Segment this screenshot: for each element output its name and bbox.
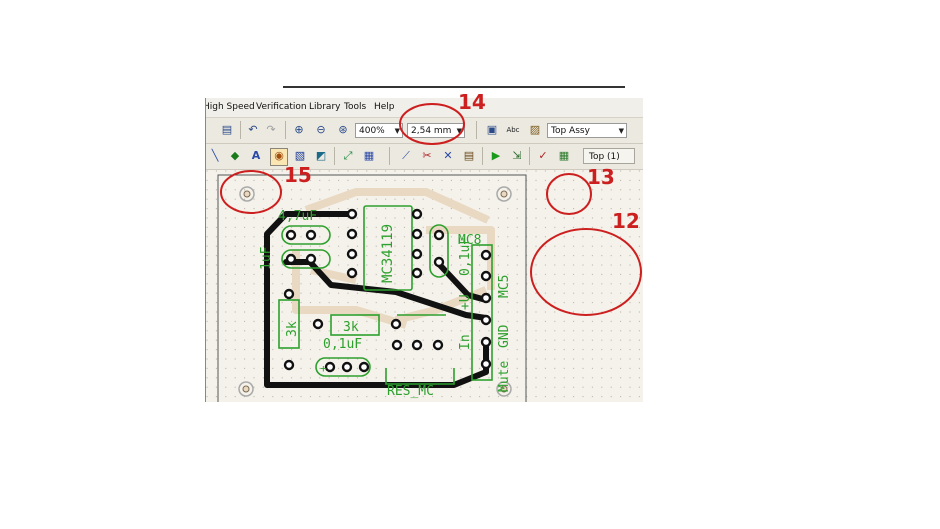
copper-pour-icon[interactable]: ▧ [294,149,306,162]
annotation-circle-14 [399,103,465,145]
label-res-3k-vertical: 3k [285,321,300,337]
label-connector-mc5: MC5 [497,275,512,298]
menu-high-speed[interactable]: High Speed [205,102,255,112]
window-top-edge [283,86,625,88]
mounting-hole [239,186,255,202]
menu-tools[interactable]: Tools [344,102,367,112]
chevron-down-icon: ▼ [618,127,624,135]
label-cap-4-7uf: 4,7uF [278,209,317,224]
image-icon[interactable]: ▨ [529,123,541,136]
print-icon[interactable]: ▤ [221,123,233,136]
grid-combo[interactable]: 2,54 mm ▼ [407,123,465,138]
zoom-in-icon[interactable]: ⊕ [294,123,304,136]
route-icon[interactable]: ╲ [211,149,219,162]
label-pin-mute: Mute [497,361,512,392]
label-res-mc: RES_MC [387,384,434,399]
mounting-hole [496,186,512,202]
via-icon[interactable]: ◆ [230,149,240,162]
label-connector-mc8: MC8 [458,233,481,248]
mounting-hole [496,381,512,397]
chevron-down-icon: ▼ [456,127,462,135]
zoom-out-icon[interactable]: ⊖ [316,123,326,136]
keepout-icon[interactable]: ◩ [315,149,327,162]
annotation-circle-13 [546,173,592,215]
run-icon[interactable]: ▶ [491,149,501,162]
view-combo[interactable]: Top Assy ▼ [547,123,627,138]
pad-icon[interactable]: ◉ [270,148,288,166]
board-outline [217,174,527,402]
annotation-number-15: 15 [284,163,312,187]
label-cap-1uf: 1uF [259,246,274,270]
label-pin-gnd: GND [497,324,512,348]
unroute-icon[interactable]: ✂ [422,149,432,162]
layer-selector[interactable]: Top (1) [583,148,635,164]
menu-library[interactable]: Library [309,102,341,112]
drc-icon[interactable]: ✓ [538,149,548,162]
annotation-number-13: 13 [587,165,615,189]
zoom-combo[interactable]: 400% ▼ [355,123,403,138]
undo-icon[interactable]: ↶ [248,123,258,136]
label-plus-sign: + [320,362,327,375]
grid-icon[interactable]: ▦ [363,149,375,162]
report-icon[interactable]: ▦ [558,149,570,162]
silkscreen-outlines [278,205,493,385]
zoom-fit-icon[interactable]: ⊛ [338,123,348,136]
annotation-number-12: 12 [612,209,640,233]
label-pin-in: In [458,334,473,350]
grid-dots [206,170,643,402]
label-cap-0-1uf-right: 0,1uF [458,237,473,276]
text-icon[interactable]: A [251,149,261,162]
mounting-hole [238,381,254,397]
text-tool-button[interactable]: Abc [506,126,520,134]
main-toolbar: ▤ ↶ ↷ ⊕ ⊖ ⊛ 400% ▼ 2,54 mm ▼ ▣ Abc ▨ Top A… [206,118,643,144]
properties-icon[interactable]: ▣ [486,123,498,136]
export-icon[interactable]: ⇲ [512,149,522,162]
label-pin-plus-u: +U [458,294,473,310]
tools-toolbar: ╲ ◆ A ◉ ▧ ◩ ⤢ ▦ ⟋ ✂ ✕ ▤ ▶ ⇲ ✓ ▦ Top (1) [206,144,643,170]
pcb-drawing: 4,7uF 1uF MC34119 0,1uF MC8 MC5 3k 3k 0,… [206,170,643,402]
component-pads [283,208,492,373]
label-res-3k-horizontal: 3k [343,320,359,335]
menu-verification[interactable]: Verification [256,102,307,112]
menu-help[interactable]: Help [374,102,395,112]
menu-bar: High Speed Verification Library Tools He… [206,98,643,118]
chevron-down-icon: ▼ [394,127,400,135]
annotation-circle-12 [530,228,642,316]
grid-value: 2,54 mm [411,126,452,136]
label-cap-0-1uf-bottom: 0,1uF [323,337,362,352]
component-icon[interactable]: ▤ [463,149,475,162]
pcb-editor-window: High Speed Verification Library Tools He… [205,98,643,402]
redo-icon[interactable]: ↷ [266,123,276,136]
zoom-value: 400% [359,126,385,136]
split-icon[interactable]: ✕ [443,149,453,162]
pcb-canvas[interactable]: 4,7uF 1uF MC34119 0,1uF MC8 MC5 3k 3k 0,… [206,170,643,402]
label-ic-mc34119: MC34119 [380,224,396,283]
annotation-number-14: 14 [458,90,486,114]
annotation-circle-15 [220,170,282,214]
view-value: Top Assy [551,126,590,136]
autoroute-icon[interactable]: ⟋ [402,149,410,162]
dimension-icon[interactable]: ⤢ [343,149,353,162]
